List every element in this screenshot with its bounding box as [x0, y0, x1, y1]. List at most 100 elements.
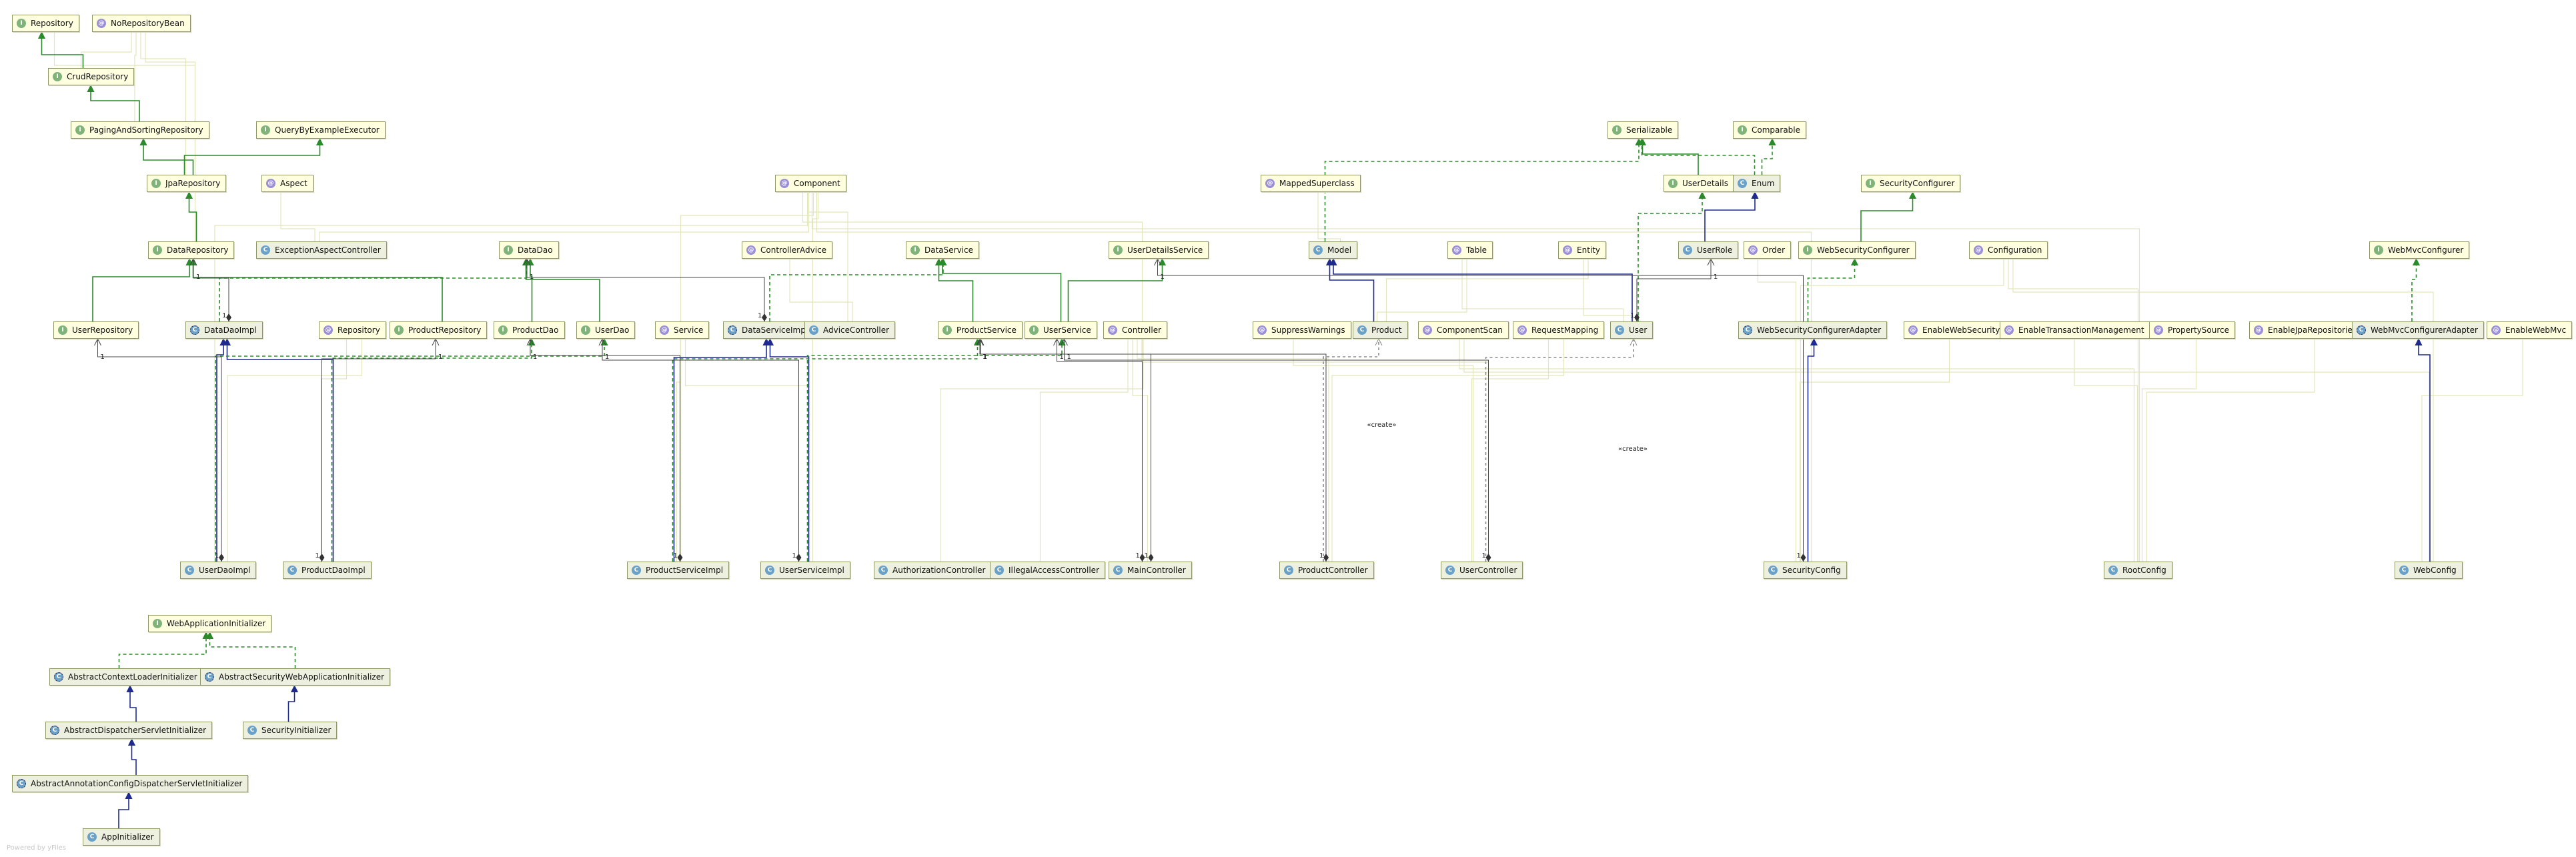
- node-label: SecurityInitializer: [261, 726, 332, 735]
- node-product[interactable]: C Product: [1353, 321, 1408, 339]
- implements-edge: [1761, 139, 1773, 175]
- node-entity[interactable]: @Entity: [1558, 241, 1607, 259]
- abstract-badge-icon: C: [2357, 325, 2366, 335]
- node-enable-web-security[interactable]: @EnableWebSecurity: [1904, 321, 2006, 339]
- class-badge-icon: C: [1357, 325, 1367, 335]
- node-enable-jpa-repositories[interactable]: @EnableJpaRepositories: [2249, 321, 2363, 339]
- node-enable-web-mvc[interactable]: @EnableWebMvc: [2487, 321, 2573, 339]
- node-enable-transaction-management[interactable]: @EnableTransactionManagement: [2000, 321, 2150, 339]
- node-controller[interactable]: @Controller: [1103, 321, 1168, 339]
- node-order[interactable]: @Order: [1744, 241, 1792, 259]
- inherits-edge: [216, 339, 223, 562]
- annotation-badge-icon: @: [1423, 325, 1432, 335]
- node-property-source[interactable]: @PropertySource: [2149, 321, 2235, 339]
- node-request-mapping[interactable]: @RequestMapping: [1513, 321, 1605, 339]
- inherits-edge: [770, 339, 810, 562]
- annotation-badge-icon: @: [324, 325, 333, 335]
- class-badge-icon: C: [995, 566, 1004, 575]
- node-aspect[interactable]: @Aspect: [261, 175, 313, 192]
- node-mapped-superclass[interactable]: @MappedSuperclass: [1261, 175, 1361, 192]
- inherits-edge: [130, 686, 137, 722]
- node-no-repository-bean[interactable]: @NoRepositoryBean: [92, 15, 191, 32]
- interface-badge-icon: I: [58, 325, 67, 335]
- annotation-link-edge: [1293, 339, 1474, 562]
- class-badge-icon: C: [1683, 245, 1692, 255]
- node-label: ProductService: [956, 325, 1017, 335]
- annotation-link-edge: [134, 32, 137, 121]
- association-edge: [1057, 339, 1143, 562]
- node-label: Product: [1371, 325, 1402, 335]
- association-edge: [527, 259, 764, 321]
- implements-edge: [1807, 259, 1855, 321]
- powered-by-footer: Powered by yFiles: [7, 844, 66, 852]
- node-controller-advice[interactable]: @ControllerAdvice: [742, 241, 833, 259]
- create-dependency-label: «create»: [1618, 446, 1648, 453]
- inherits-edge: [1330, 259, 1375, 321]
- node-component-scan[interactable]: @ComponentScan: [1418, 321, 1509, 339]
- node-service[interactable]: @Service: [655, 321, 710, 339]
- node-table[interactable]: @Table: [1447, 241, 1493, 259]
- node-configuration[interactable]: @Configuration: [1969, 241, 2048, 259]
- node-label: EnableTransactionManagement: [2018, 325, 2144, 335]
- annotation-badge-icon: @: [2491, 325, 2501, 335]
- implements-edge: [331, 339, 532, 562]
- class-badge-icon: C: [87, 832, 97, 842]
- implements-edge: [210, 632, 296, 668]
- extends-edge: [189, 192, 197, 241]
- node-repository-ann[interactable]: @Repository: [319, 321, 386, 339]
- extends-edge: [942, 259, 1062, 321]
- node-component[interactable]: @Component: [775, 175, 846, 192]
- node-suppress-warnings[interactable]: @SuppressWarnings: [1253, 321, 1351, 339]
